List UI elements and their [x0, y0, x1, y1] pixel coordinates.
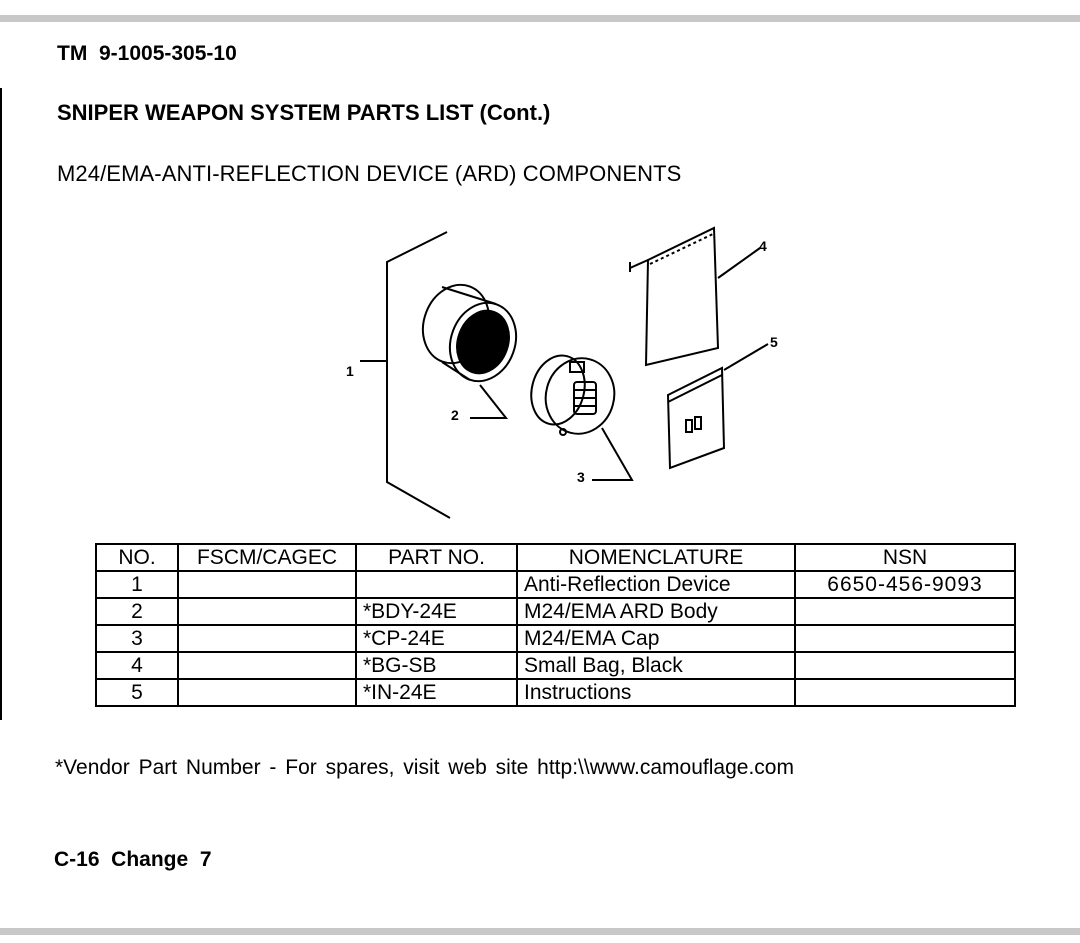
cell-nomenclature: Instructions — [516, 678, 796, 707]
col-header-no: NO. — [95, 543, 179, 572]
cell-nsn — [794, 597, 1016, 626]
cell-nomenclature: M24/EMA ARD Body — [516, 597, 796, 626]
cell-nomenclature: M24/EMA Cap — [516, 624, 796, 653]
cell-nsn — [794, 678, 1016, 707]
cell-nomenclature: Anti-Reflection Device — [516, 570, 796, 599]
ard-cap-drawing — [530, 354, 634, 481]
cell-nsn — [794, 651, 1016, 680]
tm-number: TM 9-1005-305-10 — [57, 42, 237, 65]
top-rule — [0, 15, 1080, 22]
col-header-nsn: NSN — [794, 543, 1016, 572]
callout-1: 1 — [346, 363, 354, 379]
cell-part-no: *CP-24E — [355, 624, 518, 653]
cell-no: 5 — [95, 678, 179, 707]
bottom-rule — [0, 928, 1080, 935]
cell-no: 2 — [95, 597, 179, 626]
col-header-fscm: FSCM/CAGEC — [177, 543, 357, 572]
cell-fscm — [177, 678, 357, 707]
change-bar — [0, 88, 2, 720]
section-subtitle: M24/EMA-ANTI-REFLECTION DEVICE (ARD) COM… — [57, 161, 682, 186]
cell-no: 4 — [95, 651, 179, 680]
vendor-footnote: *Vendor Part Number - For spares, visit … — [55, 756, 794, 779]
cell-part-no: *BG-SB — [355, 651, 518, 680]
col-header-nomenclature: NOMENCLATURE — [516, 543, 796, 572]
table-row: 4 *BG-SB Small Bag, Black — [95, 651, 1016, 680]
table-row: 5 *IN-24E Instructions — [95, 678, 1016, 707]
cell-fscm — [177, 597, 357, 626]
cell-nsn — [794, 624, 1016, 653]
cell-no: 3 — [95, 624, 179, 653]
ard-body-drawing — [421, 283, 518, 419]
ard-components-illustration: 1 2 3 4 5 — [330, 220, 800, 520]
cell-nsn: 6650-456-9093 — [794, 570, 1016, 599]
instructions-drawing — [666, 343, 769, 470]
group-bracket — [360, 231, 451, 519]
table-row: 1 Anti-Reflection Device 6650-456-9093 — [95, 570, 1016, 599]
parts-table: NO. FSCM/CAGEC PART NO. NOMENCLATURE NSN… — [95, 543, 1016, 707]
cell-fscm — [177, 624, 357, 653]
cell-fscm — [177, 651, 357, 680]
small-bag-drawing — [629, 226, 761, 367]
table-row: 2 *BDY-24E M24/EMA ARD Body — [95, 597, 1016, 626]
table-header-row: NO. FSCM/CAGEC PART NO. NOMENCLATURE NSN — [95, 543, 1016, 572]
col-header-part-no: PART NO. — [355, 543, 518, 572]
cell-nomenclature: Small Bag, Black — [516, 651, 796, 680]
cell-no: 1 — [95, 570, 179, 599]
callout-5: 5 — [770, 334, 778, 350]
callout-4: 4 — [759, 238, 767, 254]
table-row: 3 *CP-24E M24/EMA Cap — [95, 624, 1016, 653]
cell-part-no — [355, 570, 518, 599]
page-title: SNIPER WEAPON SYSTEM PARTS LIST (Cont.) — [57, 100, 551, 125]
callout-3: 3 — [577, 469, 585, 485]
callout-2: 2 — [451, 407, 459, 423]
cell-part-no: *BDY-24E — [355, 597, 518, 626]
cell-fscm — [177, 570, 357, 599]
page-footer: C-16 Change 7 — [54, 848, 212, 871]
cell-part-no: *IN-24E — [355, 678, 518, 707]
